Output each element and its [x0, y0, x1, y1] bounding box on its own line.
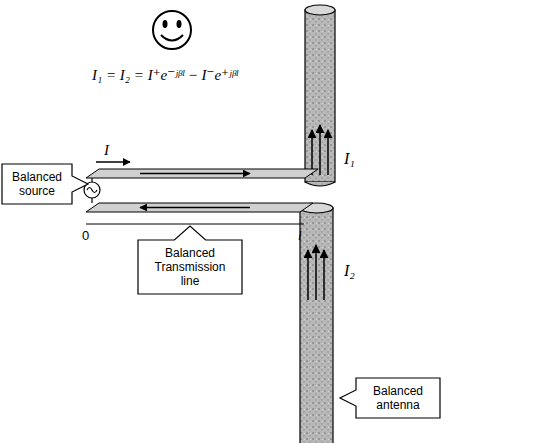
transmission-line [86, 169, 318, 212]
callout-arrow-box: Balanced Transmission line [138, 226, 242, 294]
diagram-label: l [298, 228, 302, 244]
smiley-face [153, 11, 191, 49]
diagram-label: 0 [82, 228, 89, 243]
lower-antenna-arm [300, 203, 333, 443]
diagram-label: I [104, 142, 109, 159]
dimension-line [86, 224, 304, 225]
current-arrow [96, 161, 130, 162]
source-symbol [84, 178, 100, 203]
diagram-label: I₂ [344, 262, 355, 280]
upper-antenna-arm [305, 5, 335, 186]
callout-arrow-box: Balanced antenna [340, 378, 440, 418]
callout-text: Balanced antenna [362, 384, 434, 412]
diagram-label: I₁ [344, 150, 355, 168]
callout-arrow-box: Balanced source [2, 164, 88, 204]
current-equation: I₁ = I₂ = I⁺e⁻ʲᵝˡ − I⁻e⁺ʲᵝˡ [92, 66, 238, 84]
callout-text: Balanced Transmission line [144, 246, 236, 288]
callout-text: Balanced source [8, 170, 66, 198]
